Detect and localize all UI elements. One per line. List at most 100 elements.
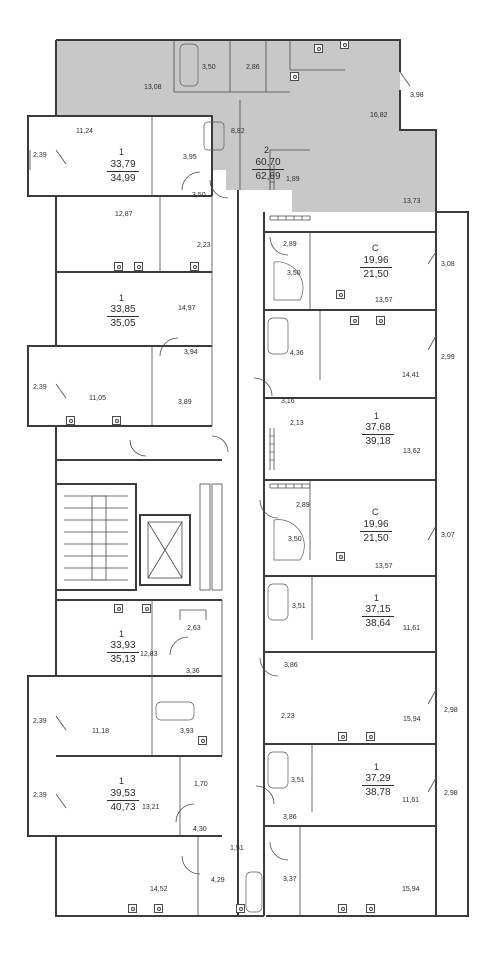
apt-7-total-area: 39,18 bbox=[365, 436, 391, 447]
room-area: 4,30 bbox=[193, 826, 207, 833]
room-area: 14,41 bbox=[402, 372, 420, 379]
apt-1-living-area: 60,70 bbox=[252, 158, 284, 170]
apt-7-area: 37,68 39,18 bbox=[362, 423, 394, 447]
toilet-icon bbox=[236, 904, 245, 913]
toilet-icon bbox=[198, 736, 207, 745]
room-area: 12,87 bbox=[115, 211, 133, 218]
room-area: 12,83 bbox=[140, 651, 158, 658]
apt-4-area: 33,93 35,13 bbox=[107, 641, 139, 665]
room-area: 8,82 bbox=[231, 128, 245, 135]
room-area: 15,94 bbox=[403, 716, 421, 723]
apt-6-total-area: 21,50 bbox=[363, 269, 389, 280]
room-area: 11,05 bbox=[89, 395, 106, 402]
apt-6-living-area: 19,96 bbox=[360, 256, 392, 268]
room-area: 2,86 bbox=[246, 64, 260, 71]
room-area: 11,61 bbox=[402, 797, 419, 804]
apt-10-area: 37,29 38,78 bbox=[362, 774, 394, 798]
apt-8-living-area: 19,96 bbox=[360, 520, 392, 532]
room-area: 1,89 bbox=[286, 176, 300, 183]
room-area: 16,82 bbox=[370, 112, 388, 119]
apt-8-area: 19,96 21,50 bbox=[360, 520, 392, 544]
sink-icon bbox=[112, 416, 121, 425]
sink-icon bbox=[142, 604, 151, 613]
stove-icon bbox=[114, 604, 123, 613]
apt-4-total-area: 35,13 bbox=[110, 654, 136, 665]
apt-9-area: 37,15 38,64 bbox=[362, 605, 394, 629]
room-area: 2,39 bbox=[33, 718, 47, 725]
toilet-icon bbox=[336, 552, 345, 561]
balcony-dividers bbox=[179, 164, 311, 620]
apt-1-total-area: 62,69 bbox=[255, 171, 281, 182]
apt-10-rooms: 1 bbox=[374, 762, 380, 772]
room-area: 3,50 bbox=[192, 192, 206, 199]
apt-8-total-area: 21,50 bbox=[363, 533, 389, 544]
room-area: 4,36 bbox=[290, 350, 304, 357]
stove-icon bbox=[340, 40, 349, 49]
washer-icon bbox=[290, 72, 299, 81]
room-area: 2,89 bbox=[296, 502, 310, 509]
room-area: 11,24 bbox=[76, 128, 93, 135]
room-area: 13,57 bbox=[375, 297, 393, 304]
room-area: 1,70 bbox=[194, 781, 208, 788]
apt-4-living-area: 33,93 bbox=[107, 641, 139, 653]
apt-1-rooms: 2 bbox=[264, 145, 270, 155]
highlighted-apartment bbox=[56, 40, 436, 212]
apt-9-total-area: 38,64 bbox=[365, 618, 391, 629]
apt-8-rooms: С bbox=[372, 507, 379, 517]
room-area: 3,16 bbox=[281, 398, 295, 405]
room-area: 3,36 bbox=[186, 668, 200, 675]
room-area: 3,89 bbox=[178, 399, 192, 406]
apt-10-living-area: 37,29 bbox=[362, 774, 394, 786]
room-area: 3,86 bbox=[283, 814, 297, 821]
room-area: 3,08 bbox=[441, 261, 455, 268]
room-area: 13,08 bbox=[144, 84, 162, 91]
room-area: 13,62 bbox=[403, 448, 421, 455]
apt-4-rooms: 1 bbox=[119, 629, 125, 639]
apt-9-rooms: 1 bbox=[374, 593, 380, 603]
apt-10-total-area: 38,78 bbox=[365, 787, 391, 798]
apt-3-total-area: 35,05 bbox=[110, 318, 136, 329]
apt-2-rooms: 1 bbox=[119, 147, 125, 157]
room-area: 3,94 bbox=[184, 349, 198, 356]
stove-icon bbox=[366, 732, 375, 741]
room-area: 2,98 bbox=[444, 790, 458, 797]
sink-icon bbox=[154, 904, 163, 913]
room-area: 2,99 bbox=[441, 354, 455, 361]
sink-icon bbox=[314, 44, 323, 53]
apt-2-living-area: 33,79 bbox=[107, 160, 139, 172]
room-area: 3,98 bbox=[410, 92, 424, 99]
room-area: 15,94 bbox=[402, 886, 420, 893]
right-partitions bbox=[264, 212, 437, 916]
apt-2-total-area: 34,99 bbox=[110, 173, 136, 184]
room-area: 13,21 bbox=[142, 804, 160, 811]
stove-icon bbox=[128, 904, 137, 913]
corridor bbox=[237, 190, 265, 916]
apt-1-area: 60,70 62,69 bbox=[252, 158, 284, 182]
apt-3-rooms: 1 bbox=[119, 293, 125, 303]
room-area: 2,98 bbox=[444, 707, 458, 714]
room-area: 2,39 bbox=[33, 384, 47, 391]
room-area: 14,97 bbox=[178, 305, 196, 312]
room-area: 3,93 bbox=[180, 728, 194, 735]
room-area: 11,18 bbox=[92, 728, 109, 735]
apt-9-living-area: 37,15 bbox=[362, 605, 394, 617]
room-area: 3,51 bbox=[291, 777, 305, 784]
room-area: 2,89 bbox=[283, 241, 297, 248]
stove-icon bbox=[66, 416, 75, 425]
apt-5-living-area: 39,53 bbox=[107, 789, 139, 801]
room-area: 3,07 bbox=[441, 532, 455, 539]
room-area: 2,39 bbox=[33, 792, 47, 799]
apt-7-living-area: 37,68 bbox=[362, 423, 394, 435]
room-area: 3,50 bbox=[202, 64, 216, 71]
room-area: 3,86 bbox=[284, 662, 298, 669]
room-area: 2,13 bbox=[290, 420, 304, 427]
shower-icons bbox=[273, 261, 305, 561]
room-area: 2,39 bbox=[33, 152, 47, 159]
room-area: 2,63 bbox=[187, 625, 201, 632]
apt-7-rooms: 1 bbox=[374, 411, 380, 421]
stair-core bbox=[55, 483, 223, 591]
room-area: 3,37 bbox=[283, 876, 297, 883]
apt-3-area: 33,85 35,05 bbox=[107, 305, 139, 329]
room-area: 3,50 bbox=[287, 270, 301, 277]
apt-2-area: 33,79 34,99 bbox=[107, 160, 139, 184]
